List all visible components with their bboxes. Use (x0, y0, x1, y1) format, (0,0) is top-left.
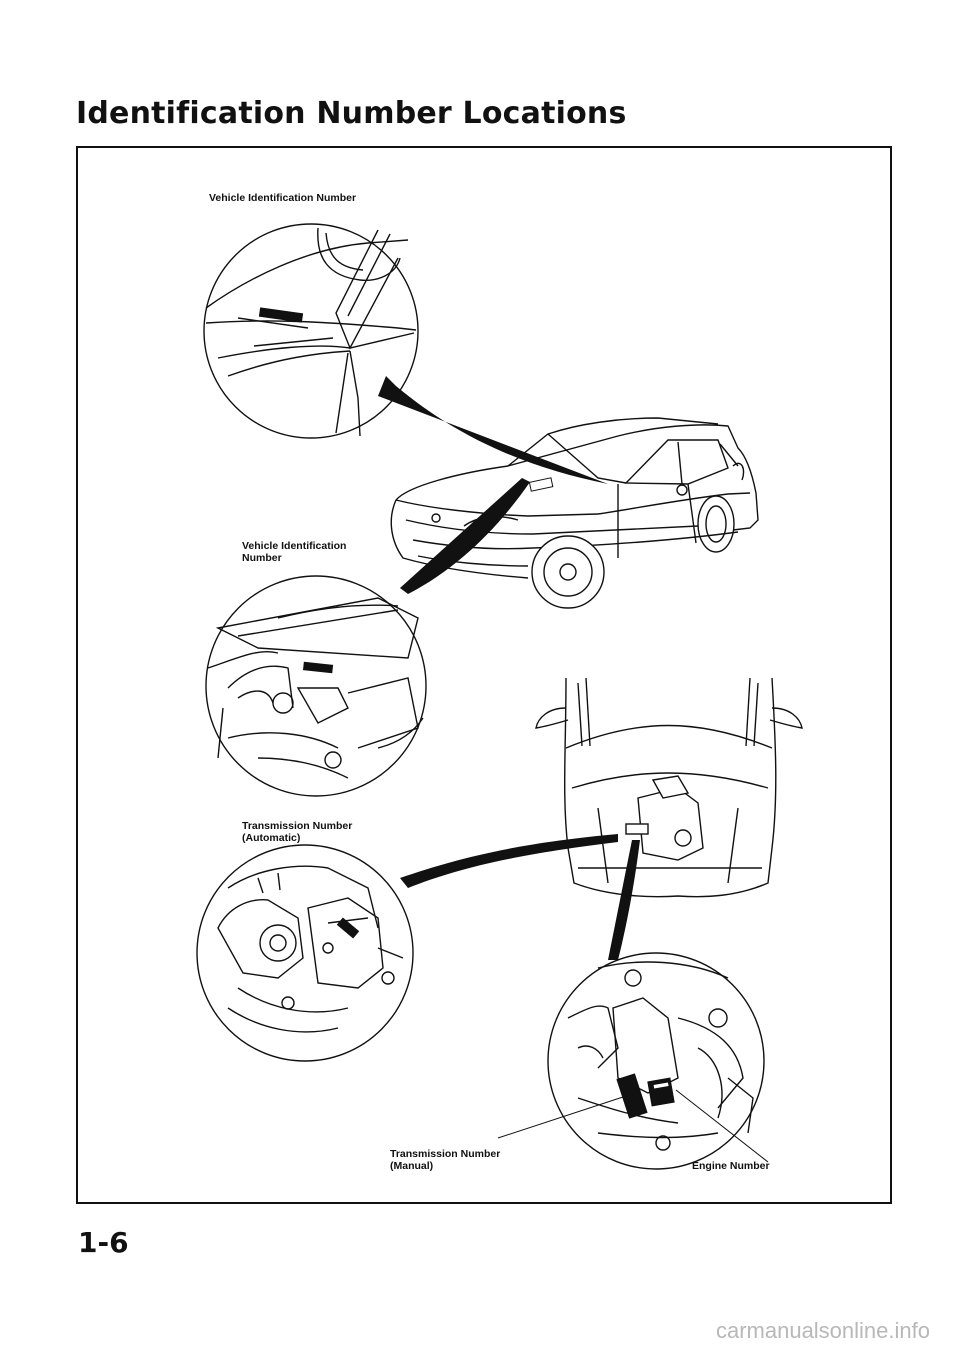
vin-engine-label-line1: Vehicle Identification (242, 540, 347, 552)
sedan-illustration (390, 417, 759, 609)
vin-engine-label: Vehicle Identification Number (242, 540, 346, 564)
trans-auto-mark (336, 917, 360, 939)
identification-diagram (196, 223, 803, 1170)
trans-auto-label: Transmission Number (Automatic) (242, 820, 352, 844)
vin-plate-on-car (528, 477, 554, 492)
trans-auto-pointer (400, 834, 618, 888)
engine-detail-circle (547, 952, 765, 1170)
trans-manual-mark (616, 1073, 648, 1119)
page-number: 1-6 (78, 1226, 129, 1259)
car-front-view (535, 677, 803, 898)
trans-manual-label-line1: Transmission Number (390, 1148, 501, 1160)
trans-manual-leader (497, 1095, 627, 1139)
watermark: carmanualsonline.info (715, 1318, 930, 1343)
vin-engine-label-line2: Number (242, 552, 282, 564)
page-title: Identification Number Locations (76, 96, 627, 131)
engine-vin-pointer (400, 478, 530, 594)
trans-auto-label-line1: Transmission Number (242, 820, 353, 832)
transmission-in-car (625, 775, 704, 861)
engine-number-label: Engine Number (692, 1160, 770, 1172)
illustration-frame: Vehicle Identification Number Vehicle Id… (76, 146, 892, 1204)
engine-pointer (608, 840, 640, 960)
vin-dashboard-detail-circle (203, 223, 419, 439)
vin-top-label: Vehicle Identification Number (209, 192, 357, 204)
trans-auto-detail-circle (196, 844, 414, 1062)
vin-bulkhead-detail-circle (205, 575, 427, 797)
trans-manual-label: Transmission Number (Manual) (390, 1148, 500, 1172)
engine-number-leader (675, 1089, 769, 1163)
vin-bulkhead-mark (302, 661, 334, 674)
trans-auto-label-line2: (Automatic) (242, 832, 301, 844)
vin-plate-mark (258, 307, 304, 323)
trans-manual-label-line2: (Manual) (390, 1160, 434, 1172)
